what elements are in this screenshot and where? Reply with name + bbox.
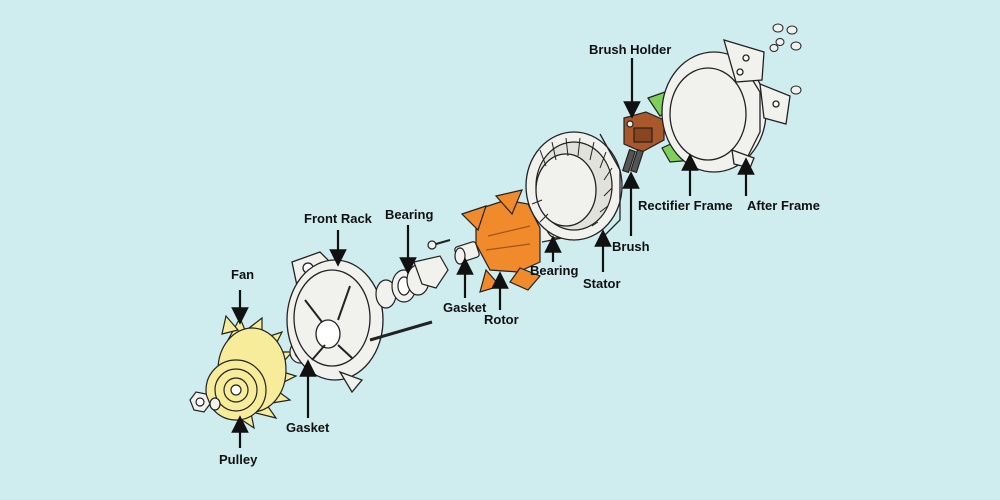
front-bearing-part <box>375 239 451 309</box>
label-brush: Brush <box>612 239 650 254</box>
label-gasket-rotor: Gasket <box>443 300 487 315</box>
label-rotor: Rotor <box>484 312 519 327</box>
brush-part <box>621 148 645 174</box>
screws-part <box>769 23 802 95</box>
arrows <box>231 58 755 448</box>
after-frame-part <box>661 39 791 173</box>
stator-part <box>525 131 623 241</box>
label-gasket-front: Gasket <box>286 420 330 435</box>
pulley-part <box>205 359 267 421</box>
label-stator: Stator <box>583 276 621 291</box>
front-rack-part <box>286 251 433 394</box>
label-bearing-front: Bearing <box>385 207 434 222</box>
label-fan: Fan <box>231 267 255 282</box>
rotor-part <box>460 189 563 293</box>
label-pulley: Pulley <box>219 452 258 467</box>
label-brush-holder: Brush Holder <box>589 42 672 57</box>
label-front-rack: Front Rack <box>304 211 372 226</box>
label-rectifier-frame: Rectifier Frame <box>638 198 733 213</box>
label-after-frame: After Frame <box>747 198 820 213</box>
nut-part <box>189 391 221 413</box>
label-bearing-rear: Bearing <box>530 263 579 278</box>
brush-holder-part <box>623 111 665 153</box>
